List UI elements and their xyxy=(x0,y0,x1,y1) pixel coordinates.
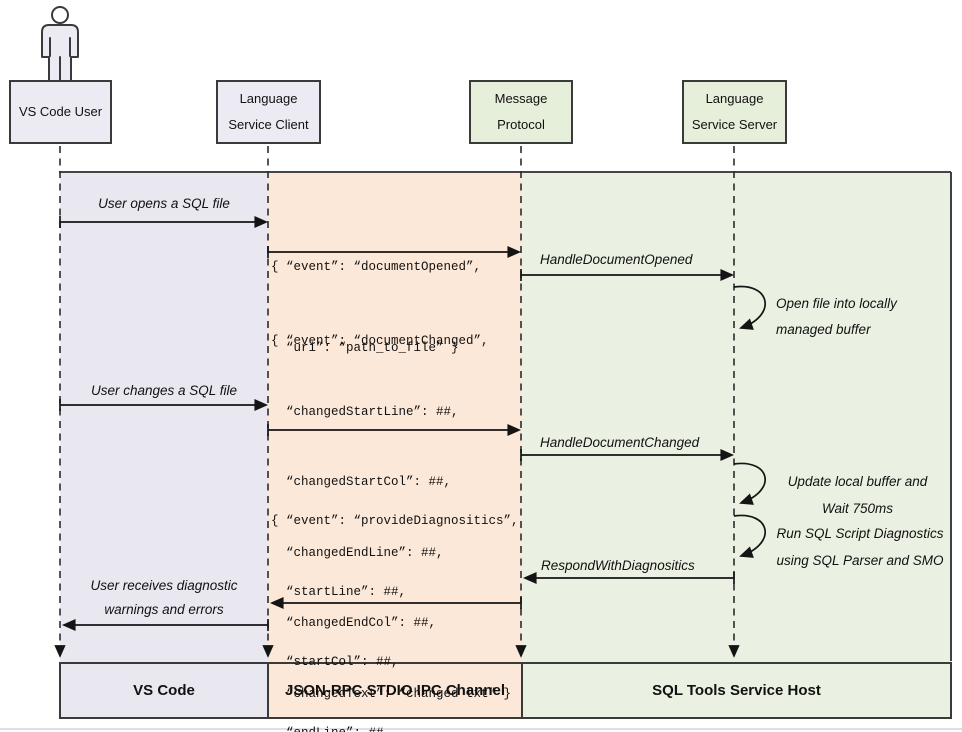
footer-ipc-channel-label: JSON-RPC STDIO IPC Channel xyxy=(284,682,506,699)
label-respond-with-diagnostics: RespondWithDiagnositics xyxy=(541,558,695,573)
footer-vscode: VS Code xyxy=(59,662,269,719)
json-line: { “event”: “documentChanged”, xyxy=(271,334,489,348)
note-run-diagnostics-line2: using SQL Parser and SMO xyxy=(776,553,944,568)
participant-label-line2: Service Client xyxy=(228,117,309,132)
label-handle-document-opened: HandleDocumentOpened xyxy=(540,252,693,267)
note-run-diagnostics: Run SQL Script Diagnostics using SQL Par… xyxy=(766,520,954,574)
participant-language-service-client: Language Service Client xyxy=(216,80,321,144)
footer-vscode-label: VS Code xyxy=(133,682,195,699)
note-run-diagnostics-line1: Run SQL Script Diagnostics xyxy=(776,526,944,541)
json-line: “startCol”: ##, xyxy=(271,655,399,669)
participant-language-service-server: Language Service Server xyxy=(682,80,787,144)
participant-label-line2: Protocol xyxy=(497,117,545,132)
json-line: “endLine”: ##, xyxy=(271,722,519,732)
note-update-buffer: Update local buffer and Wait 750ms xyxy=(770,468,945,522)
participant-label: VS Code User xyxy=(18,104,103,119)
label-user-opens: User opens a SQL file xyxy=(98,196,230,211)
json-line: “startLine”: ##, xyxy=(271,584,407,599)
json-line: { “event”: “provideDiagnositics”, xyxy=(271,514,519,528)
participant-label-line2: Service Server xyxy=(691,117,778,132)
footer-service-host-label: SQL Tools Service Host xyxy=(652,682,821,699)
participant-vscode-user: VS Code User xyxy=(9,80,112,144)
note-open-file-line2: managed buffer xyxy=(776,322,871,337)
footer-ipc-channel: JSON-RPC STDIO IPC Channel xyxy=(267,662,523,719)
lane-service-host xyxy=(521,173,951,662)
label-user-receives-line1: User receives diagnostic xyxy=(90,578,238,593)
participant-label-line1: Language xyxy=(239,91,298,106)
note-update-buffer-line2: Wait 750ms xyxy=(821,501,894,516)
footer-service-host: SQL Tools Service Host xyxy=(521,662,952,719)
json-line: “changedText”: “changed txt” } xyxy=(271,686,512,701)
user-actor-icon xyxy=(41,6,79,82)
json-line: { “event”: “documentOpened”, xyxy=(271,260,482,274)
participant-label-line1: Language xyxy=(705,91,764,106)
participant-message-protocol: Message Protocol xyxy=(469,80,573,144)
json-provide-diagnostics: { “event”: “provideDiagnositics”, “start… xyxy=(271,463,519,732)
label-user-receives: User receives diagnostic warnings and er… xyxy=(60,574,268,621)
label-handle-document-changed: HandleDocumentChanged xyxy=(540,435,700,450)
note-update-buffer-line1: Update local buffer and xyxy=(787,474,928,489)
json-line: “changedStartLine”: ##, xyxy=(271,404,459,419)
participant-label-line1: Message xyxy=(494,91,548,106)
note-open-file: Open file into locally managed buffer xyxy=(776,291,897,343)
label-user-changes: User changes a SQL file xyxy=(90,383,238,398)
note-open-file-line1: Open file into locally xyxy=(776,296,897,311)
label-user-receives-line2: warnings and errors xyxy=(104,601,224,617)
